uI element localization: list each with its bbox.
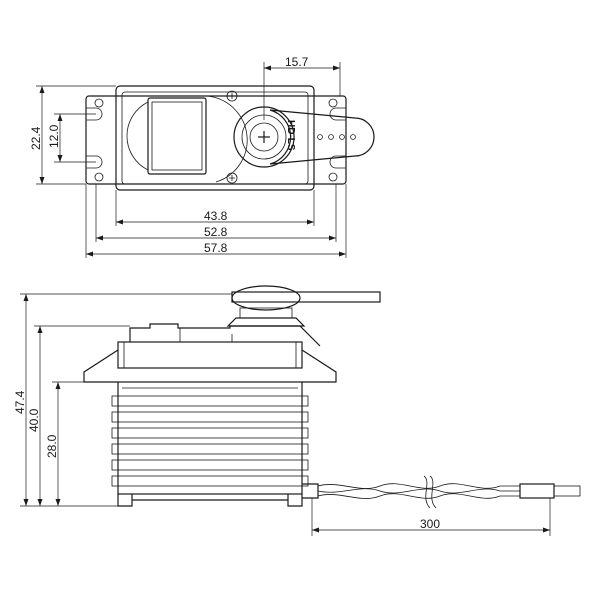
- dim-case-height: 40.0: [27, 408, 41, 432]
- horn-arm-side: [231, 291, 381, 303]
- case-upper-side: [117, 341, 303, 369]
- heatsink-fins: [111, 395, 309, 487]
- horn-hole: [317, 134, 323, 140]
- horn-marking: HD-LS: [285, 120, 296, 151]
- horn-screw: [258, 131, 270, 143]
- cover-screw-top: [226, 90, 238, 102]
- horn-hole: [328, 134, 334, 140]
- mounting-flange-side: [83, 349, 337, 383]
- label-window: [147, 97, 207, 175]
- dim-height-outer: 22.4: [29, 126, 43, 150]
- dim-hole-span: 52.8: [204, 225, 228, 239]
- mounting-slots-right: [328, 98, 346, 182]
- side-view-dimensions: 47.4 40.0 28.0 300: [13, 293, 551, 536]
- horn-hub-side: [231, 285, 301, 311]
- dim-mount-height: 28.0: [45, 434, 59, 458]
- horn-hole: [339, 134, 345, 140]
- case-top-side: [129, 323, 321, 347]
- servo-body-top: [115, 85, 315, 191]
- dim-overall-width: 57.8: [204, 241, 228, 255]
- top-view: HD-LS: [85, 85, 375, 191]
- top-view-dimensions: 15.7 22.4 12.0 43.8 52.8: [29, 55, 347, 258]
- mounting-slots-left: [86, 98, 104, 182]
- horn-hole: [350, 134, 356, 140]
- cover-screw-bottom: [226, 172, 238, 184]
- servo-horn: [269, 109, 375, 165]
- servo-cable: [302, 475, 520, 509]
- dim-horn-offset: 15.7: [285, 55, 309, 69]
- mounting-flange: [85, 95, 347, 185]
- cable-connector: [519, 483, 555, 499]
- dim-hole-spacing: 12.0: [47, 124, 61, 148]
- dim-cable-length: 300: [420, 517, 440, 531]
- side-view: [83, 285, 581, 509]
- dim-total-height: 47.4: [13, 390, 27, 414]
- dim-body-width: 43.8: [204, 209, 228, 223]
